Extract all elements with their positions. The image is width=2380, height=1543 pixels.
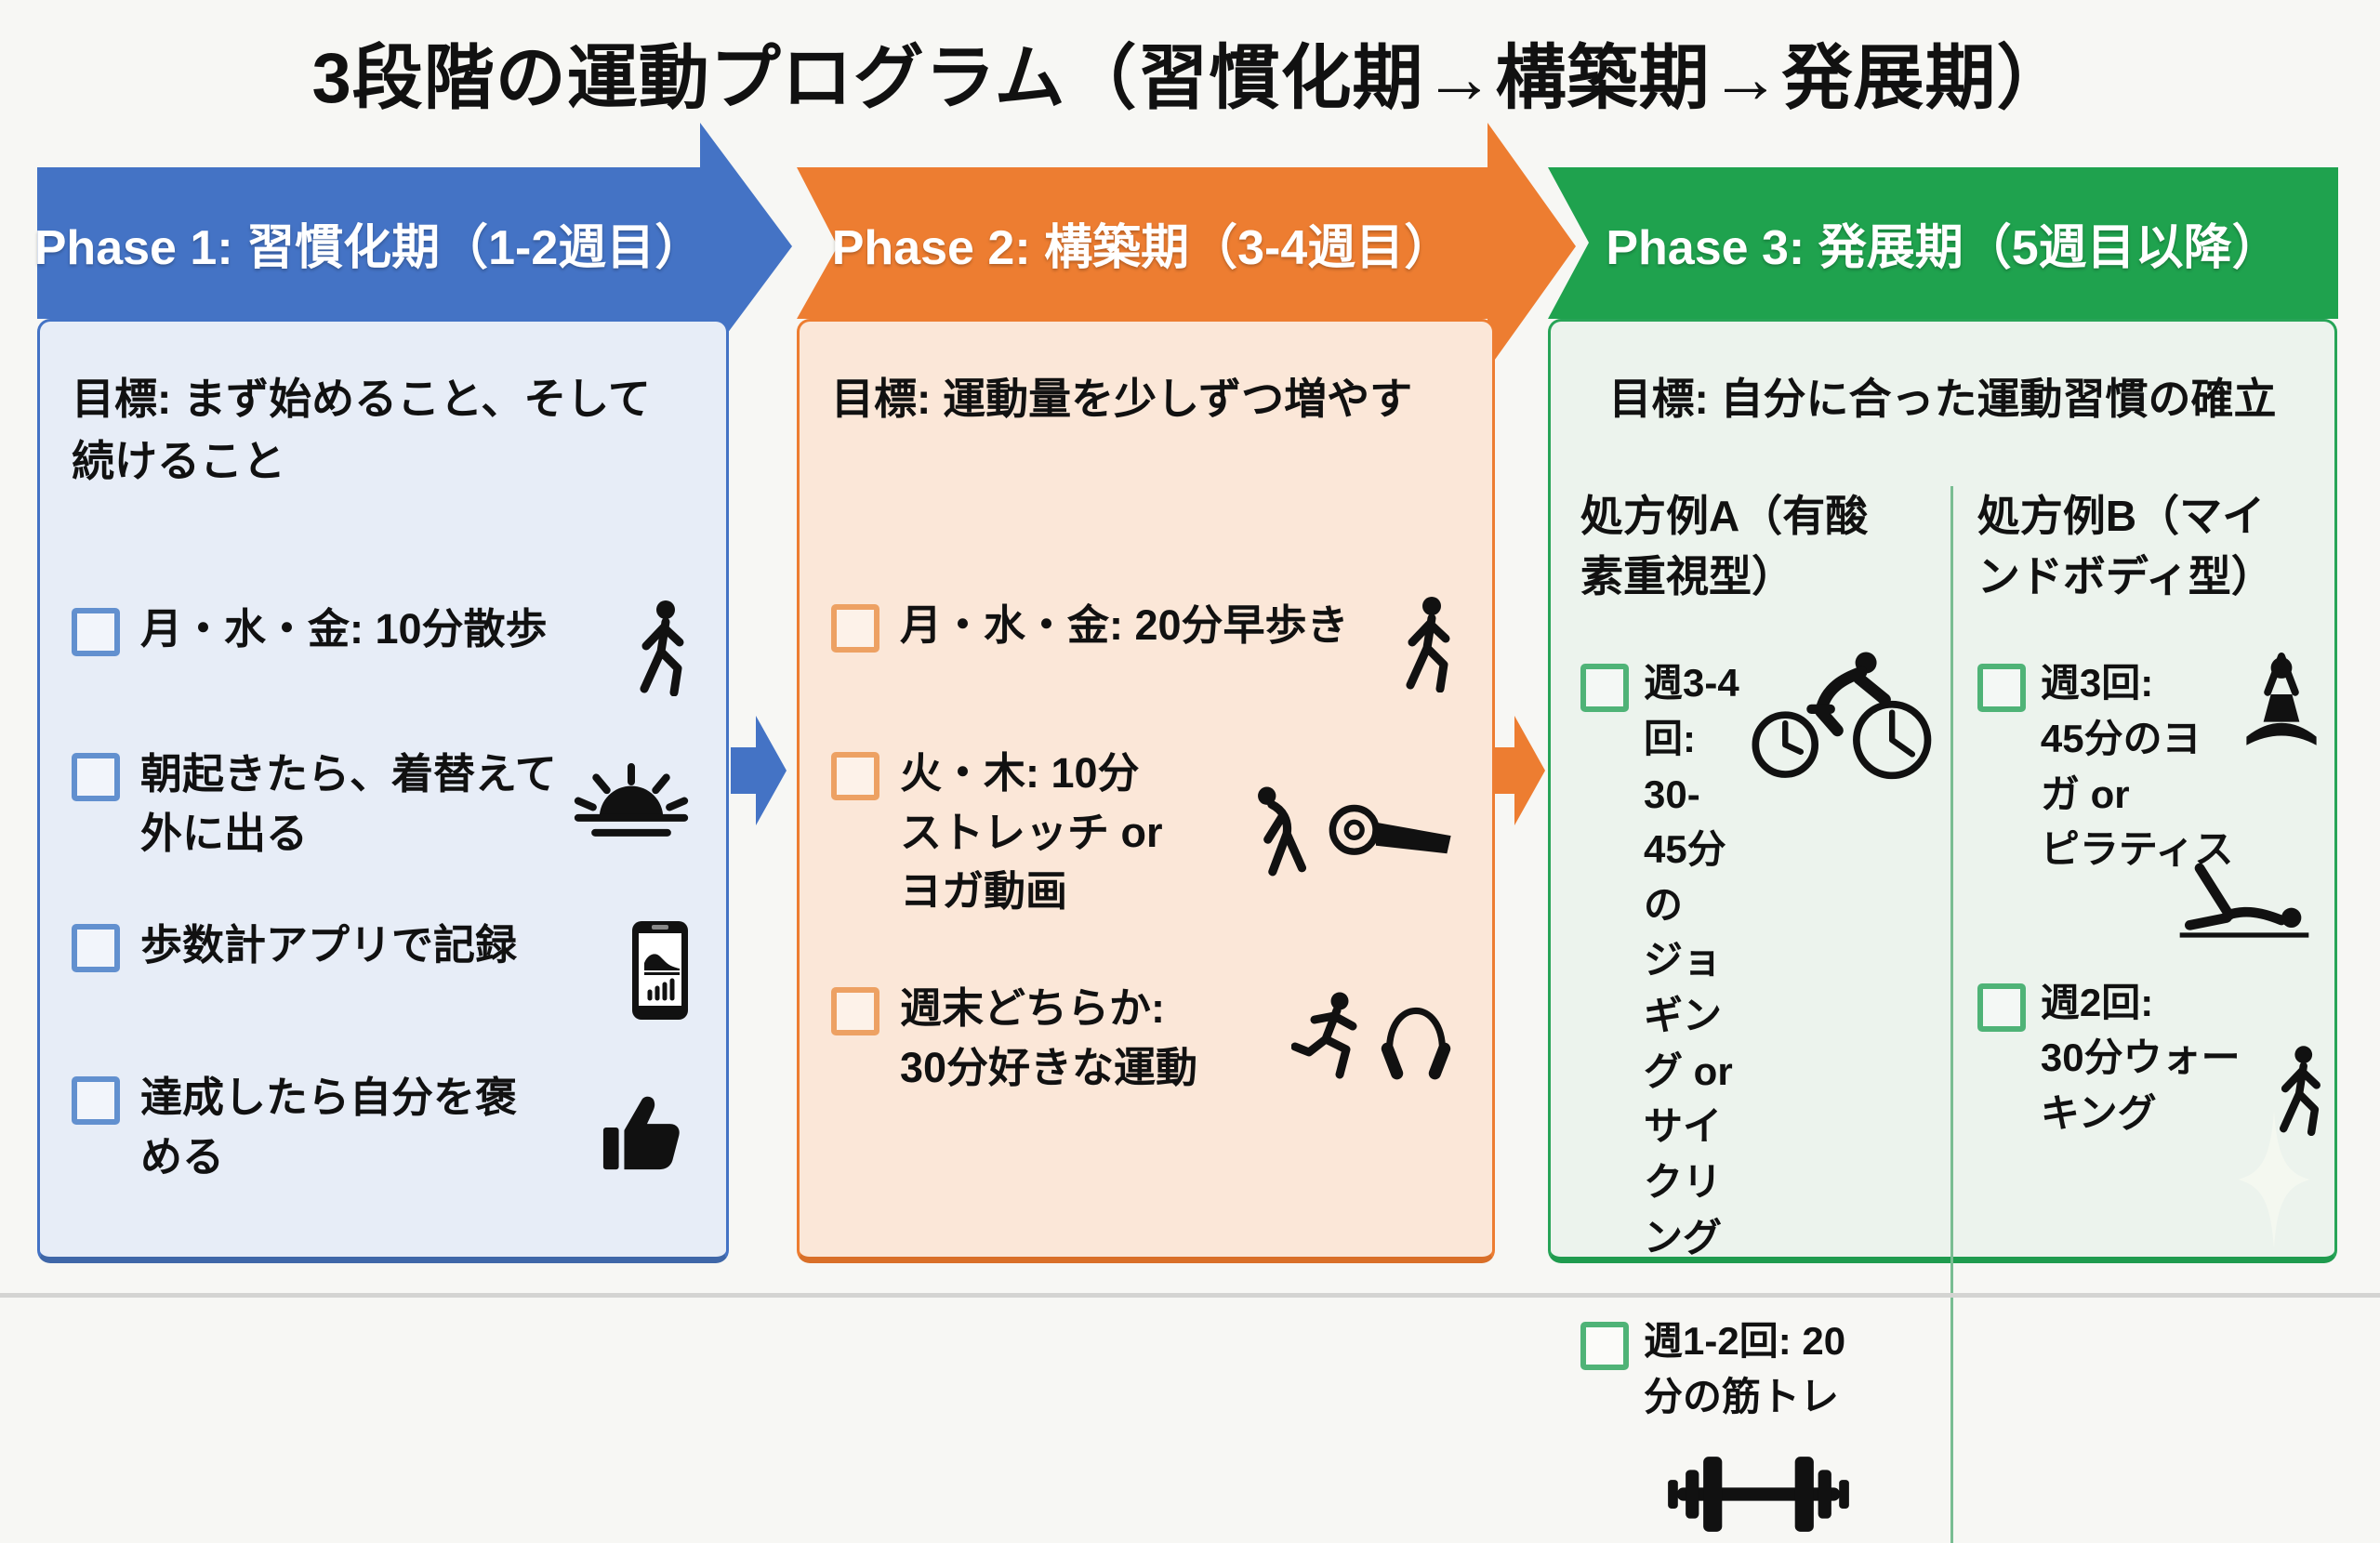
checkbox xyxy=(1580,664,1629,713)
phase2-panel: 目標: 運動量を少しずつ増やす 月・水・金: 20分早歩き 火・木: 10分 ス… xyxy=(797,319,1495,1263)
phase2-goal: 目標: 運動量を少しずつ増やす xyxy=(831,375,1413,423)
checklist-item-label: 月・水・金: 20分早歩き xyxy=(900,600,1349,649)
plan-b-column: 処方例B（マイ ンドボディ型） 週3回: 45分のヨガ or ピラティス xyxy=(1950,485,2334,1543)
checkbox xyxy=(1977,664,2026,713)
phase2-banner-title: Phase 2: 構築期（3-4週目） xyxy=(831,221,1453,275)
checkbox xyxy=(1977,983,2026,1032)
cycling-clock-icon xyxy=(1752,652,1932,780)
plan-a-column: 処方例A（有酸 素重視型） 週3-4回: 30-45分の ジョギング or サイ… xyxy=(1551,486,1950,1543)
plan-b-heading: 処方例B（マイ ンドボディ型） xyxy=(1977,491,2274,600)
checklist-item: 週3回: 45分のヨガ or ピラティス xyxy=(1977,653,2327,877)
checklist-item-label: 週末どちらか: 30分好きな運動 xyxy=(900,984,1198,1092)
checklist-item: 火・木: 10分 ストレッチ or ヨガ動画 xyxy=(831,744,1457,922)
phase3-panel: 目標: 自分に合った運動習慣の確立 処方例A（有酸 素重視型） 週3-4回: 3… xyxy=(1548,319,2337,1543)
checklist-item: 週末どちらか: 30分好きな運動 xyxy=(831,979,1457,1098)
checkbox xyxy=(831,603,879,653)
phase1-goal: 目標: まず始めること、そして 続けること xyxy=(72,375,651,485)
thumbs-up-icon xyxy=(602,1096,680,1170)
walking-icon xyxy=(2280,1045,2320,1136)
runner-icon xyxy=(1291,992,1357,1079)
stretch-icon xyxy=(1258,786,1307,876)
phase2-banner-arrow xyxy=(797,123,1576,370)
phase3-plan-columns: 処方例A（有酸 素重視型） 週3-4回: 30-45分の ジョギング or サイ… xyxy=(1551,485,2334,1543)
checkbox xyxy=(72,753,120,802)
dumbbell-icon xyxy=(1668,1457,1850,1533)
page-title: 3段階の運動プログラム（習慣化期→構築期→発展期） xyxy=(311,39,2069,118)
checklist-item: 月・水・金: 10分散歩 xyxy=(72,600,691,697)
phase1-banner-arrow xyxy=(37,123,792,370)
yoga-mat-icon xyxy=(1329,804,1451,855)
plan-a-heading: 処方例A（有酸 素重視型） xyxy=(1580,491,1869,600)
checkbox xyxy=(72,608,120,657)
checklist-item: 週1-2回: 20 分の筋トレ xyxy=(1580,1313,1937,1424)
checklist-item: 達成したら自分を褒 める xyxy=(72,1068,691,1187)
sparkle-icon xyxy=(2238,1111,2310,1248)
checklist-item: 朝起きたら、着替えて 外に出る xyxy=(72,745,691,864)
walking-icon xyxy=(1406,596,1450,692)
bottom-edge-line xyxy=(0,1293,2380,1298)
pilates-icon xyxy=(2179,863,2309,938)
checklist-item-label: 週3-4回: 30-45分の ジョギング or サイクリング xyxy=(1644,661,1739,1259)
checkbox xyxy=(1580,1322,1629,1371)
checklist-item-label: 朝起きたら、着替えて 外に出る xyxy=(140,750,557,858)
phase1-to-phase2-arrow-icon xyxy=(731,716,787,825)
checklist-item-label: 達成したら自分を褒 める xyxy=(140,1074,518,1181)
jump-rope-icon xyxy=(1381,1008,1451,1080)
phase3-banner-title: Phase 3: 発展期（5週目以降） xyxy=(1606,221,2281,275)
checklist-item-label: 週3回: 45分のヨガ or ピラティス xyxy=(2040,661,2234,872)
yoga-pose-icon xyxy=(2246,653,2317,746)
walking-icon xyxy=(640,600,684,697)
checkbox xyxy=(72,924,120,973)
checkbox xyxy=(831,751,879,800)
checklist-item: 月・水・金: 20分早歩き xyxy=(831,596,1457,692)
phase3-goal: 目標: 自分に合った運動習慣の確立 xyxy=(1608,375,2277,423)
checkbox xyxy=(831,987,879,1036)
checklist-item-label: 月・水・金: 10分散歩 xyxy=(140,605,548,653)
checklist-item-label: 火・木: 10分 ストレッチ or ヨガ動画 xyxy=(900,748,1163,916)
phase2-to-phase3-arrow-icon xyxy=(1489,716,1545,825)
checklist-item-label: 歩数計アプリで記録 xyxy=(140,921,518,969)
sunrise-icon xyxy=(574,763,689,837)
pedometer-app-icon xyxy=(632,921,688,1021)
checklist-item-label: 週1-2回: 20 分の筋トレ xyxy=(1644,1319,1846,1418)
checklist-item: 週3-4回: 30-45分の ジョギング or サイクリング xyxy=(1580,652,1937,1265)
checklist-item-label: 週2回: 30分ウォー キング xyxy=(2040,980,2241,1136)
phase1-banner-title: Phase 1: 習慣化期（1-2週目） xyxy=(33,221,704,275)
checklist-item: 歩数計アプリで記録 xyxy=(72,916,691,1025)
checkbox xyxy=(72,1076,120,1126)
phase1-panel: 目標: まず始めること、そして 続けること 月・水・金: 10分散歩 朝起きたら… xyxy=(37,319,729,1263)
phase3-banner-arrow xyxy=(1548,167,2338,319)
checklist-item: 週2回: 30分ウォー キング xyxy=(1977,975,2327,1141)
